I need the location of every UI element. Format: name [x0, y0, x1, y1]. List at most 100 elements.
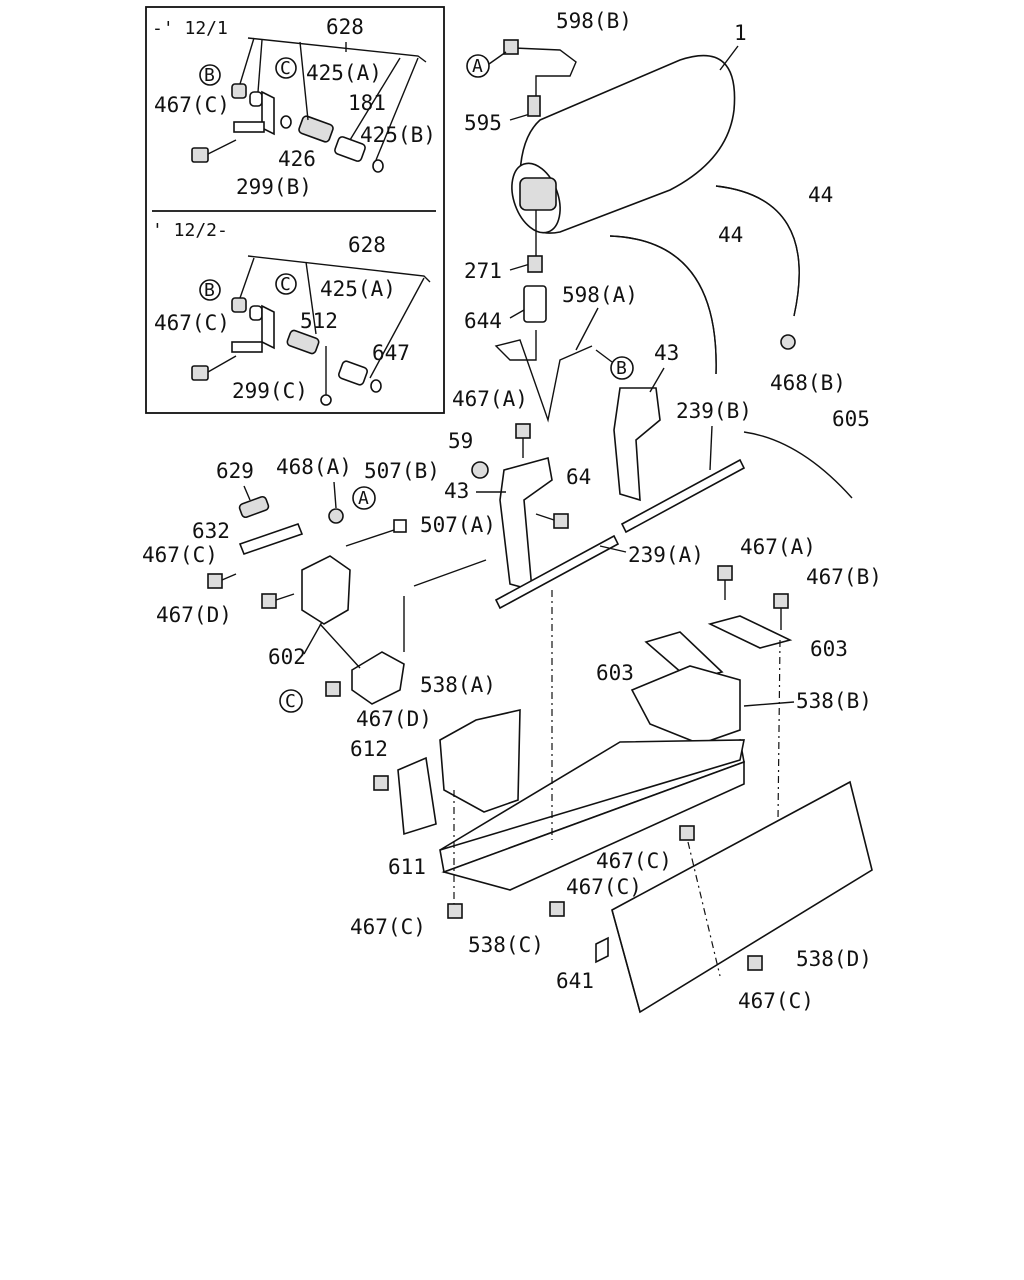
strip-605 — [743, 431, 853, 499]
rod-507b — [345, 527, 401, 547]
fitting-part — [298, 115, 334, 143]
member-239a — [494, 534, 620, 610]
label-44-b: 44 — [808, 183, 833, 207]
label-647: 647 — [372, 341, 410, 365]
fitting-629 — [238, 495, 270, 519]
label-239a: 239(A) — [628, 543, 704, 567]
circle-b-text: B — [204, 65, 215, 86]
label-641: 641 — [556, 969, 594, 993]
leader-239a — [599, 545, 627, 553]
label-602: 602 — [268, 645, 306, 669]
label-628-b: 628 — [348, 233, 386, 257]
label-644: 644 — [464, 309, 502, 333]
label-507a: 507(A) — [420, 513, 496, 537]
washer-part — [249, 91, 263, 107]
coupler-part — [334, 136, 366, 162]
rod-507a — [413, 559, 487, 587]
label-467c-br: 467(C) — [738, 989, 814, 1013]
bolt-467c-br — [747, 955, 763, 971]
bolt-467a-right — [717, 565, 733, 581]
leader-538b — [743, 701, 795, 707]
circle-a-top-text: A — [472, 56, 483, 77]
bolt-467d-bottom — [325, 681, 341, 697]
nut-468b — [780, 334, 796, 350]
fitting-595 — [527, 95, 541, 117]
circle-b-text-b: B — [204, 280, 215, 301]
label-299b: 299(B) — [236, 175, 312, 199]
circle-c-main-text: C — [285, 691, 296, 712]
rod-507b-end — [393, 519, 407, 533]
label-467c-mid2: 467(C) — [566, 875, 642, 899]
leader-h — [369, 277, 425, 379]
o-ring-part — [280, 115, 292, 129]
pipe-598b-fitting — [503, 39, 519, 55]
nut-part — [231, 83, 247, 99]
label-425a: 425(A) — [306, 61, 382, 85]
label-468a: 468(A) — [276, 455, 352, 479]
label-507b: 507(B) — [364, 459, 440, 483]
cover-538d-edge — [611, 909, 641, 1013]
label-629: 629 — [216, 459, 254, 483]
bolt-467c-mid2 — [549, 901, 565, 917]
leader-628 — [247, 37, 427, 63]
label-271: 271 — [464, 259, 502, 283]
inset-bottom-caption: ' 12/2- — [152, 220, 228, 241]
washer-part-b — [249, 305, 263, 321]
nut-468a — [328, 508, 344, 524]
leader-271 — [509, 263, 531, 271]
bolt-head-part — [191, 147, 209, 163]
bracket-602-upper — [301, 555, 351, 625]
label-467d-left: 467(D) — [156, 603, 232, 627]
bracket-603-left — [644, 631, 724, 681]
circle-b-marker-b — [199, 279, 221, 301]
tag-641 — [595, 936, 609, 964]
label-595: 595 — [464, 111, 502, 135]
panel-538a — [439, 708, 521, 813]
plate-632 — [238, 522, 304, 556]
inset-top: -' 12/1 628 425(A) 181 425(B) 467(C) 426… — [152, 15, 436, 199]
label-628: 628 — [326, 15, 364, 39]
circle-c-text-b: C — [280, 274, 291, 295]
leader-b — [257, 39, 263, 93]
label-632: 632 — [192, 519, 230, 543]
fitting-644 — [523, 285, 547, 323]
bolt-467c-mid — [679, 825, 695, 841]
label-598b: 598(B) — [556, 9, 632, 33]
circle-c-text: C — [280, 58, 291, 79]
fitting-271 — [527, 255, 543, 273]
leader-a — [239, 37, 255, 85]
inset-bottom: ' 12/2- 628 425(A) 512 647 467(C) 299(C)… — [152, 220, 431, 406]
label-538b: 538(B) — [796, 689, 872, 713]
label-467c-b: 467(C) — [154, 311, 230, 335]
bolt-467c-left — [207, 573, 223, 589]
label-44-a: 44 — [718, 223, 743, 247]
label-239b: 239(B) — [676, 399, 752, 423]
nut-part-b — [231, 297, 247, 313]
frame-538c-top — [439, 739, 745, 851]
label-467c-left: 467(C) — [142, 543, 218, 567]
pipe-598a — [494, 330, 593, 423]
leader-b-main — [595, 349, 613, 363]
label-538d: 538(D) — [796, 947, 872, 971]
label-612: 612 — [350, 737, 388, 761]
bolt-467c-bl — [447, 903, 463, 919]
seal-part — [372, 159, 384, 173]
bolt-467a-top — [515, 423, 531, 439]
bolt-head-part-b — [191, 365, 209, 381]
bolt-467d-left-shank — [275, 593, 295, 601]
panel-538b — [630, 665, 741, 745]
label-299c: 299(C) — [232, 379, 308, 403]
label-43-upper: 43 — [654, 341, 679, 365]
label-426: 426 — [278, 147, 316, 171]
bolt-467c-left-shank — [221, 573, 237, 581]
leader-f — [239, 257, 255, 299]
label-43-lower: 43 — [444, 479, 469, 503]
leader-43-upper — [649, 367, 665, 393]
bracket-602-lower — [351, 651, 405, 705]
circle-a-left — [352, 486, 376, 510]
strap-44-a-inner — [609, 235, 717, 375]
pipe-598b — [513, 47, 577, 100]
leader-g — [305, 261, 317, 335]
label-467c-bl: 467(C) — [350, 915, 426, 939]
